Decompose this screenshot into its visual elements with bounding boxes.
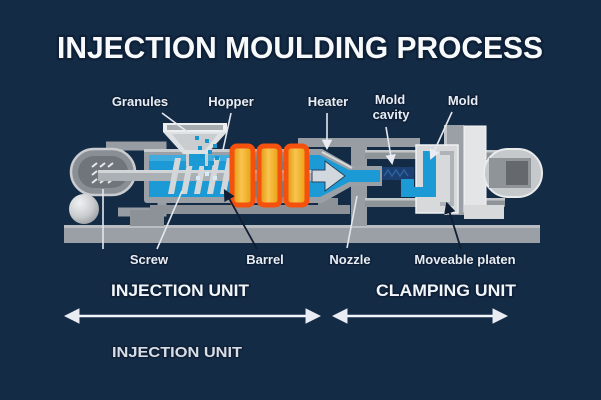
clamping-cylinder (483, 148, 543, 198)
part-labels: Granules Hopper Heater Mold cavity Mold … (110, 91, 517, 269)
label-nozzle: Nozzle (329, 252, 370, 267)
mold-cavity-pointer-arrow (385, 126, 396, 166)
label-mold: Mold (448, 93, 478, 108)
moveable-platen-pointer-arrow (444, 201, 462, 250)
label-screw: Screw (130, 252, 169, 267)
hopper-pointer-line (222, 112, 232, 151)
machine-base (64, 225, 540, 243)
granules-pointer-line (161, 112, 190, 134)
label-granules: Granules (112, 94, 168, 109)
barrel-pointer-arrow (223, 188, 258, 250)
label-hopper: Hopper (208, 94, 254, 109)
melt-flow-arrow-icon (311, 160, 346, 192)
plastic-granules (195, 136, 219, 180)
label-barrel: Barrel (246, 252, 284, 267)
label-mold-cavity-line2: cavity (373, 107, 411, 122)
nozzle-pointer-line (346, 195, 358, 249)
hopper (163, 123, 227, 166)
section-labels: INJECTION UNIT CLAMPING UNIT INJECTION U… (63, 279, 518, 363)
label-moveable-platen: Moveable platen (414, 252, 515, 267)
callout-lines (102, 111, 462, 250)
mold-cavity-melt (401, 151, 436, 197)
label-mold-cavity-line1: Mold (375, 92, 405, 107)
sprue-channel (382, 167, 414, 180)
diagram-title: INJECTION MOULDING PROCESS (57, 30, 543, 65)
bottom-caption-injection-unit: INJECTION UNIT (112, 344, 242, 361)
moveable-platen (463, 125, 504, 219)
hydraulic-sphere (69, 194, 99, 224)
label-injection-unit: INJECTION UNIT (111, 281, 250, 300)
mold-pointer-arrow (429, 111, 453, 160)
screw-pointer-line-right (156, 190, 183, 250)
label-clamping-unit: CLAMPING UNIT (376, 281, 517, 300)
heater-bands (229, 143, 310, 208)
label-heater: Heater (308, 94, 348, 109)
